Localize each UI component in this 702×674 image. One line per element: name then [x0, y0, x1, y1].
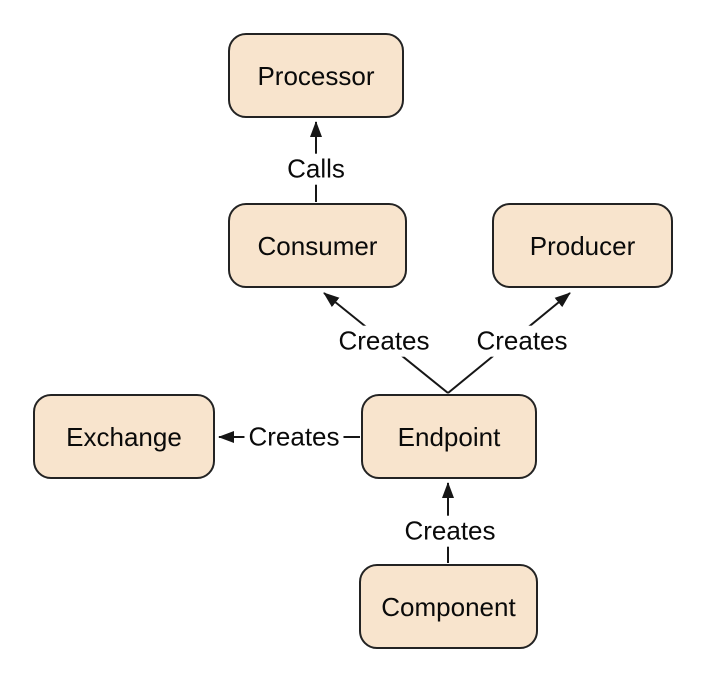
node-producer-label: Producer	[529, 230, 636, 261]
node-endpoint-label: Endpoint	[397, 421, 501, 452]
node-exchange-label: Exchange	[66, 421, 182, 452]
node-processor: Processor	[228, 33, 404, 118]
edge-label-creates-consumer: Creates	[334, 325, 434, 357]
edge-label-calls: Calls	[283, 153, 349, 185]
node-consumer-label: Consumer	[257, 230, 378, 261]
edge-label-creates-producer: Creates	[472, 325, 572, 357]
edge-label-creates-endpoint: Creates	[400, 515, 500, 547]
node-consumer: Consumer	[228, 203, 407, 288]
node-processor-label: Processor	[257, 60, 375, 91]
node-producer: Producer	[492, 203, 673, 288]
edge-label-creates-exchange: Creates	[244, 421, 344, 453]
node-endpoint: Endpoint	[361, 394, 537, 479]
node-component-label: Component	[381, 591, 516, 622]
node-component: Component	[359, 564, 538, 649]
node-exchange: Exchange	[33, 394, 215, 479]
